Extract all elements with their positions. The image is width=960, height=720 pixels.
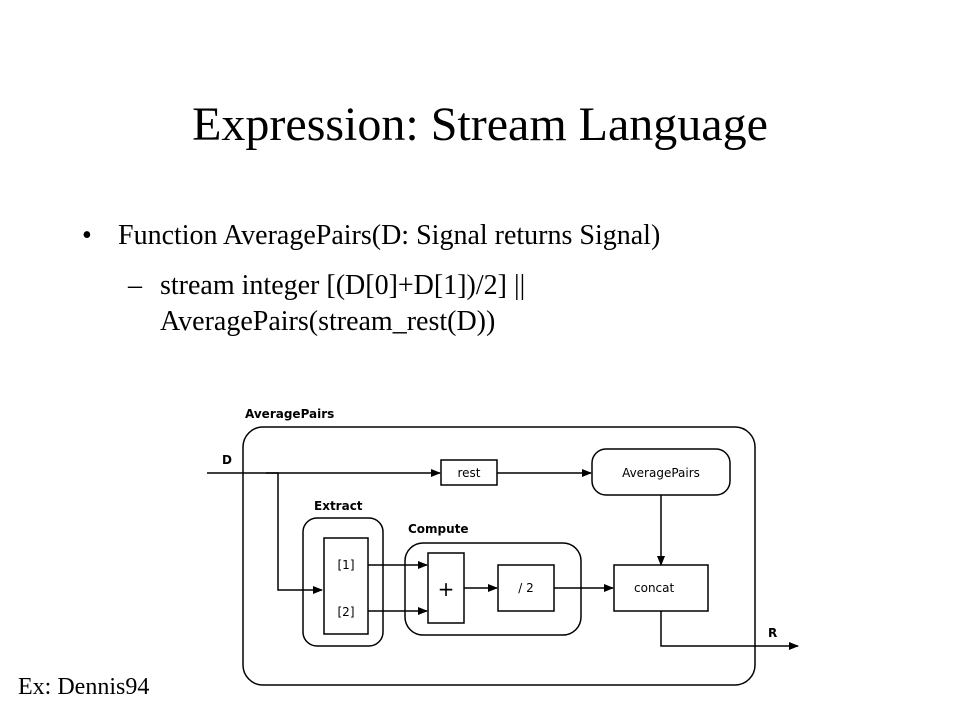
plus-label: +: [438, 577, 455, 601]
outer-function-label: AveragePairs: [245, 407, 334, 421]
arrow-to-extract: [266, 472, 323, 594]
sub-bullet-line-2: AveragePairs(stream_rest(D)): [160, 306, 496, 337]
divide-label: / 2: [518, 581, 534, 595]
sub-bullet-line-1: stream integer [(D[0]+D[1])/2] ||: [160, 270, 526, 301]
extract-group-box: [302, 517, 384, 647]
index-2-label: [2]: [338, 605, 355, 619]
bullet-item: • Function AveragePairs(D: Signal return…: [82, 214, 922, 258]
input-label: D: [222, 453, 232, 467]
sub-bullet-item: – stream integer [(D[0]+D[1])/2] || Aver…: [128, 268, 922, 340]
outer-function-box: [242, 426, 756, 686]
extract-index-box: [323, 537, 369, 635]
bullet-dot: •: [82, 220, 92, 251]
compute-group-box: [404, 542, 582, 636]
slide-title: Expression: Stream Language: [192, 98, 768, 151]
arrow-to-output: [660, 611, 799, 650]
sub-bullet-dash: –: [128, 270, 142, 301]
compute-group-label: Compute: [408, 522, 469, 536]
bullet-text: Function AveragePairs(D: Signal returns …: [118, 220, 661, 251]
recursive-call-label: AveragePairs: [622, 466, 700, 480]
concat-label: concat: [634, 581, 674, 595]
source-credit: Ex: Dennis94: [18, 674, 150, 700]
bullet-list: • Function AveragePairs(D: Signal return…: [82, 214, 922, 340]
output-label: R: [768, 626, 777, 640]
rest-label: rest: [457, 466, 480, 480]
extract-group-label: Extract: [314, 499, 363, 513]
index-1-label: [1]: [338, 558, 355, 572]
